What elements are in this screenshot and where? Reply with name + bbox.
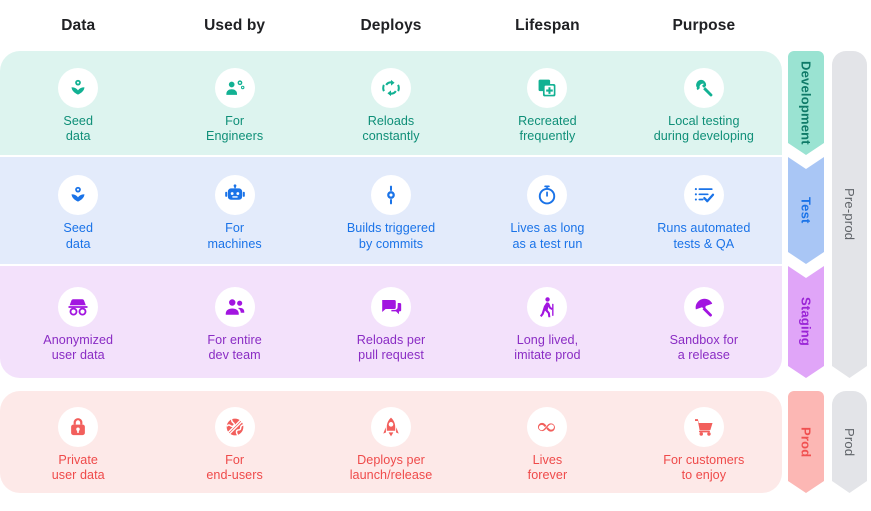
group-label: Pre-prod — [842, 188, 857, 241]
chevron-test: Test — [788, 157, 824, 264]
shopping-cart-icon — [683, 406, 724, 447]
environment-matrix: Seed data For Engineers Reloads constantly… — [0, 51, 782, 493]
matrix-cell-label: Seed data — [63, 113, 94, 144]
matrix-cell: For entire dev team — [156, 266, 312, 378]
matrix-cell: For customers to enjoy — [626, 391, 782, 493]
stopwatch-icon — [527, 175, 568, 215]
matrix-cell-label: Reloads per pull request — [356, 332, 426, 363]
elderly-walking-icon — [527, 286, 568, 327]
matrix-cell: Lives forever — [469, 391, 625, 493]
matrix-cell: Seed data — [0, 51, 156, 155]
group-segment-prod: Prod — [832, 391, 867, 493]
engineer-gear-icon — [214, 67, 255, 108]
column-header-purpose: Purpose — [672, 16, 736, 34]
matrix-cell: Seed data — [0, 157, 156, 264]
matrix-cell: Deploys per launch/release — [313, 391, 469, 493]
matrix-cell-label: Lives forever — [527, 452, 568, 483]
chevron-development: Development — [788, 51, 824, 155]
column-header-deploys: Deploys — [360, 16, 422, 34]
matrix-cell: Local testing during developing — [626, 51, 782, 155]
environment-row-staging: Anonymized user data For entire dev team R… — [0, 266, 782, 378]
globe-slash-icon — [214, 406, 255, 447]
matrix-cell: For Engineers — [156, 51, 312, 155]
matrix-cell: For end-users — [156, 391, 312, 493]
matrix-cell-label: For Engineers — [206, 113, 264, 144]
matrix-cell-label: Builds triggered by commits — [346, 221, 436, 251]
matrix-cell-label: Local testing during developing — [653, 113, 754, 144]
matrix-cell-label: Anonymized user data — [43, 332, 114, 363]
chevron-label: Prod — [798, 426, 814, 458]
matrix-cell-label: Lives as long as a test run — [510, 221, 585, 251]
matrix-cell-label: For entire dev team — [207, 332, 262, 363]
group-segment-pre-prod: Pre-prod — [832, 51, 867, 378]
matrix-cell-label: Deploys per launch/release — [349, 452, 433, 483]
beach-umbrella-icon — [683, 286, 724, 327]
environment-row-prod: Private user data For end-users Deploys pe… — [0, 391, 782, 493]
matrix-cell: Lives as long as a test run — [469, 157, 625, 264]
chat-bubbles-icon — [371, 286, 412, 327]
column-header-data: Data — [61, 16, 96, 34]
rocket-icon — [371, 406, 412, 447]
matrix-cell: For machines — [156, 157, 312, 264]
group-label: Prod — [842, 427, 857, 457]
matrix-cell: Reloads per pull request — [313, 266, 469, 378]
column-header-row: Data Used by Deploys Lifespan Purpose — [0, 0, 782, 51]
matrix-cell: Reloads constantly — [313, 51, 469, 155]
matrix-cell-label: Reloads constantly — [362, 113, 420, 144]
matrix-cell: Private user data — [0, 391, 156, 493]
chevron-label: Test — [798, 197, 814, 224]
matrix-cell: Anonymized user data — [0, 266, 156, 378]
matrix-cell-label: Long lived, imitate prod — [514, 332, 581, 363]
wrench-icon — [683, 67, 724, 108]
matrix-cell: Builds triggered by commits — [313, 157, 469, 264]
incognito-icon — [58, 286, 99, 327]
people-group-icon — [214, 286, 255, 327]
checklist-icon — [683, 175, 724, 215]
matrix-cell-label: For end-users — [206, 452, 263, 483]
reload-sync-icon — [371, 67, 412, 108]
seed-data-icon — [58, 175, 99, 215]
git-commit-icon — [371, 175, 412, 215]
chevron-prod: Prod — [788, 391, 824, 493]
lock-icon — [58, 406, 99, 447]
chevron-staging: Staging — [788, 266, 824, 378]
environment-row-test: Seed data For machines Builds triggered by… — [0, 157, 782, 264]
matrix-cell-label: Sandbox for a release — [669, 332, 739, 363]
seed-data-icon — [58, 67, 99, 108]
chevron-label: Staging — [798, 297, 814, 347]
infinity-icon — [527, 406, 568, 447]
matrix-cell: Recreated frequently — [469, 51, 625, 155]
add-copy-icon — [527, 67, 568, 108]
matrix-cell: Long lived, imitate prod — [469, 266, 625, 378]
matrix-cell: Sandbox for a release — [626, 266, 782, 378]
column-header-lifespan: Lifespan — [515, 16, 580, 34]
matrix-cell-label: Runs automated tests & QA — [657, 221, 751, 251]
matrix-cell-label: Seed data — [63, 221, 94, 251]
robot-icon — [214, 175, 255, 215]
matrix-cell: Runs automated tests & QA — [626, 157, 782, 264]
matrix-cell-label: For customers to enjoy — [663, 452, 745, 483]
matrix-cell-label: For machines — [207, 221, 262, 251]
column-header-used-by: Used by — [204, 16, 266, 34]
environment-row-development: Seed data For Engineers Reloads constantly… — [0, 51, 782, 155]
matrix-cell-label: Private user data — [51, 452, 105, 483]
matrix-cell-label: Recreated frequently — [518, 113, 577, 144]
chevron-label: Development — [798, 61, 814, 145]
